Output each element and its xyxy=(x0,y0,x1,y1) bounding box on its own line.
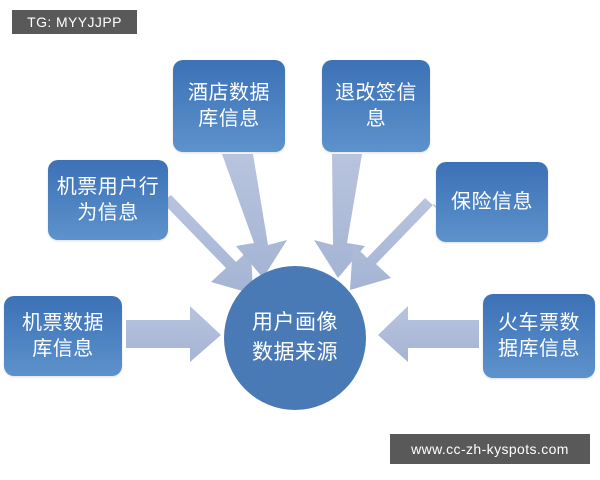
node-refund-change[interactable]: 退改签信息 xyxy=(322,60,430,152)
node-insurance[interactable]: 保险信息 xyxy=(436,162,548,242)
node-hotel-database[interactable]: 酒店数据库信息 xyxy=(173,60,285,152)
center-node-user-profile-data-sources[interactable]: 用户画像 数据来源 xyxy=(224,266,366,410)
arrow-refund-to-center xyxy=(314,154,365,278)
watermark-top-left: TG: MYYJJPP xyxy=(12,10,137,34)
watermark-bottom-right: www.cc-zh-kyspots.com xyxy=(390,434,590,464)
node-flight-user-behavior[interactable]: 机票用户行为信息 xyxy=(48,160,168,240)
center-line-1: 用户画像 xyxy=(252,310,338,334)
arrow-traindb-to-center xyxy=(378,306,479,362)
node-flight-database[interactable]: 机票数据库信息 xyxy=(4,296,122,376)
arrow-insurance-to-center xyxy=(350,198,446,290)
arrow-hotel-to-center xyxy=(222,154,287,278)
center-line-2: 数据来源 xyxy=(252,341,338,364)
arrow-flightdb-to-center xyxy=(126,306,221,362)
node-train-database[interactable]: 火车票数据库信息 xyxy=(483,294,595,378)
arrow-behavior-to-center xyxy=(146,195,253,294)
